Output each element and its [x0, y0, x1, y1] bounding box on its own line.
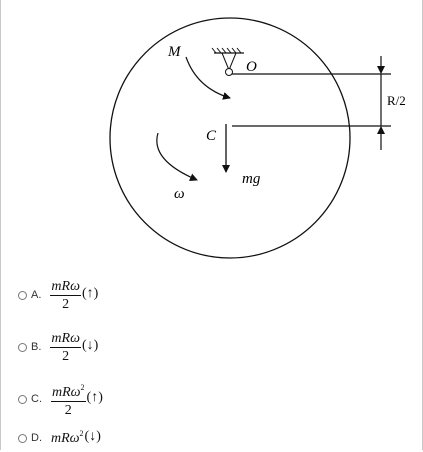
option-c-denominator: 2 — [64, 403, 72, 418]
label-c: C — [206, 128, 217, 144]
pin-support — [211, 47, 244, 76]
option-c[interactable]: C. mRω2 2 (↑) — [18, 380, 103, 418]
option-a-denominator: 2 — [62, 296, 70, 312]
option-d-radio[interactable] — [18, 433, 27, 443]
option-c-fraction: mRω2 2 — [51, 380, 86, 418]
disk-circle — [109, 17, 351, 259]
option-c-numerator: mRω2 — [51, 380, 86, 402]
mechanics-figure: M O C mg ω R/2 — [109, 17, 406, 259]
option-b-direction: (↓) — [81, 338, 99, 353]
option-b[interactable]: B. mRω 2 (↓) — [18, 328, 98, 366]
option-d-letter: D. — [31, 432, 42, 444]
option-b-radio[interactable] — [18, 342, 27, 352]
moment-arrow — [185, 56, 231, 100]
option-c-exponent: 2 — [80, 383, 85, 392]
label-m: M — [167, 44, 182, 60]
angular-velocity-arrow — [156, 132, 198, 181]
label-omega: ω — [174, 186, 185, 202]
option-d-expression: mRω2 — [51, 429, 84, 446]
option-a-fraction: mRω 2 — [50, 279, 81, 312]
option-a-letter: A. — [31, 289, 42, 301]
label-r-half: R/2 — [387, 93, 406, 108]
option-b-fraction: mRω 2 — [50, 331, 81, 364]
label-mg: mg — [242, 171, 261, 187]
option-a-direction: (↑) — [81, 286, 99, 301]
option-d-exponent: 2 — [79, 429, 84, 438]
option-b-numerator: mRω — [50, 330, 81, 348]
label-o: O — [246, 59, 257, 75]
option-d-direction: (↓) — [84, 429, 101, 444]
option-a-radio[interactable] — [18, 290, 27, 300]
option-c-direction: (↑) — [86, 390, 103, 405]
option-d[interactable]: D. mRω2 (↓) — [18, 425, 101, 451]
option-c-radio[interactable] — [18, 394, 27, 404]
option-c-letter: C. — [31, 393, 42, 405]
option-b-denominator: 2 — [62, 348, 70, 364]
option-a-numerator: mRω — [50, 278, 81, 296]
option-a[interactable]: A. mRω 2 (↑) — [18, 276, 98, 314]
option-b-letter: B. — [31, 341, 42, 353]
